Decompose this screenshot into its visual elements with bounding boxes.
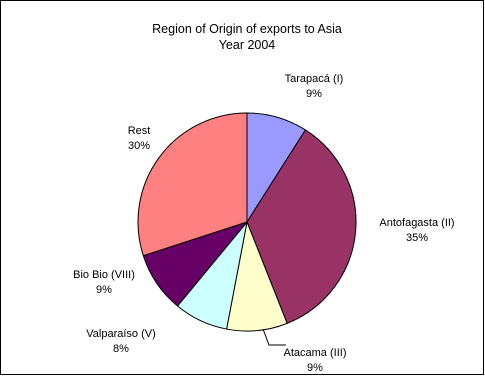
slice-label-antofagasta-ii: Antofagasta (II) bbox=[379, 217, 454, 229]
slice-value-bio-bio-viii: 9% bbox=[96, 284, 112, 296]
leader-line-atacama-iii bbox=[262, 328, 286, 346]
slice-value-atacama-iii: 9% bbox=[307, 362, 323, 374]
leader-lines bbox=[262, 328, 286, 346]
chart-subtitle: Year 2004 bbox=[219, 38, 276, 52]
slice-value-tarapaca-i: 9% bbox=[306, 88, 322, 100]
pie-slice-rest bbox=[137, 112, 248, 257]
slice-label-tarapaca-i: Tarapacá (I) bbox=[285, 73, 344, 85]
chart-title: Region of Origin of exports to Asia bbox=[152, 22, 342, 36]
slice-labels: Tarapacá (I) 9% Antofagasta (II) 35% Atacama… bbox=[73, 73, 454, 374]
slice-value-rest: 30% bbox=[128, 140, 150, 152]
pie-slice-antofagasta-ii bbox=[246, 129, 357, 324]
slice-value-antofagasta-ii: 35% bbox=[406, 232, 428, 244]
slice-label-bio-bio-viii: Bio Bio (VIII) bbox=[73, 269, 135, 281]
pie-slices bbox=[137, 112, 357, 332]
slice-value-valparaiso-v: 8% bbox=[113, 343, 129, 355]
slice-label-rest: Rest bbox=[128, 125, 151, 137]
slice-label-valparaiso-v: Valparaíso (V) bbox=[86, 328, 156, 340]
slice-label-atacama-iii: Atacama (III) bbox=[284, 347, 347, 359]
